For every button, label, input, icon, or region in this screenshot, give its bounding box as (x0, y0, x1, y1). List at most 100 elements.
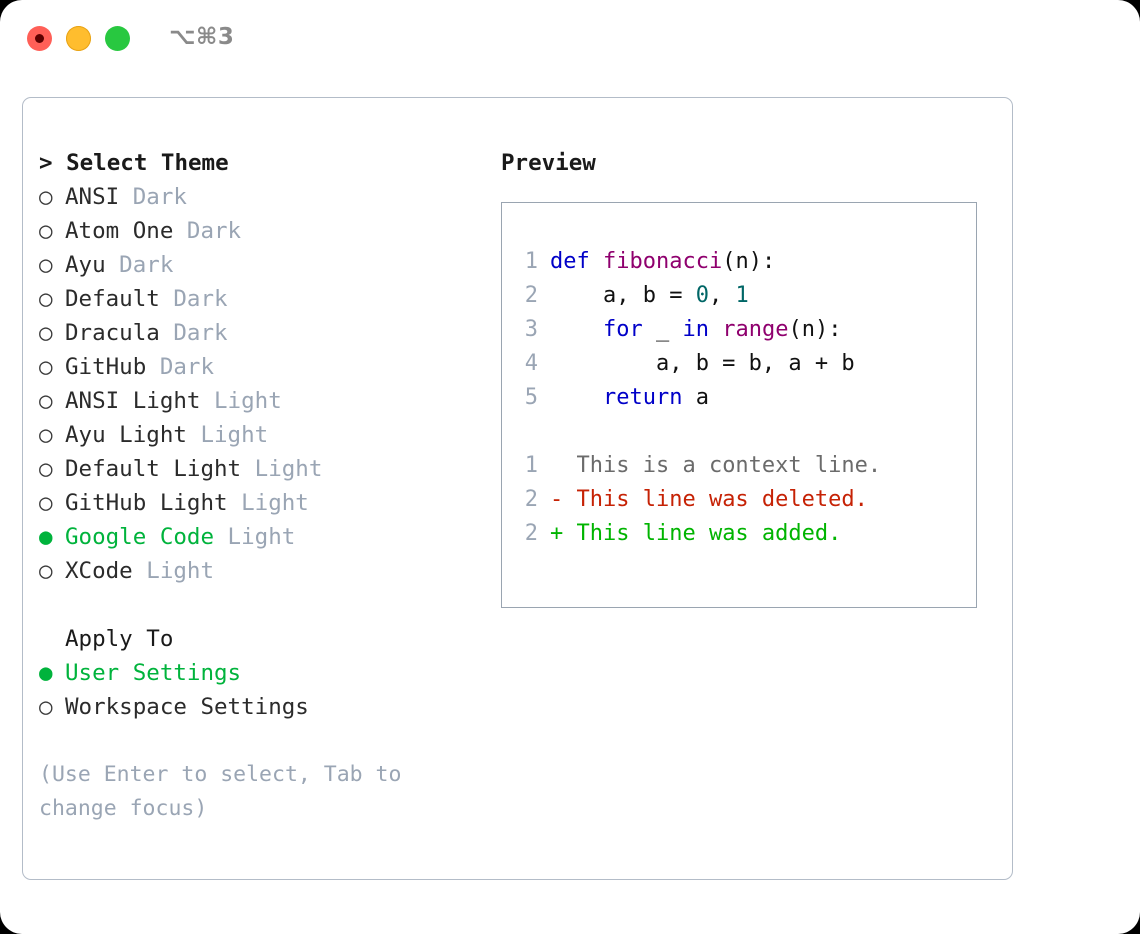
apply-to-list: ● User Settings ○ Workspace Settings (39, 656, 479, 724)
code-line-number: 5 (524, 385, 538, 410)
code-line-number: 4 (524, 351, 538, 376)
radio-unselected-icon: ○ (39, 320, 53, 346)
zoom-button[interactable] (105, 26, 130, 51)
theme-option[interactable]: ○ ANSI Dark (39, 180, 479, 214)
code-token: range (722, 317, 789, 342)
code-token: a (682, 385, 709, 410)
radio-unselected-icon: ○ (39, 558, 53, 584)
theme-option-label: GitHub (65, 354, 147, 380)
apply-to-option[interactable]: ○ Workspace Settings (39, 690, 479, 724)
theme-option-category: Dark (105, 252, 174, 278)
radio-unselected-icon: ○ (39, 252, 53, 278)
radio-unselected-icon: ○ (39, 388, 53, 414)
radio-unselected-icon: ○ (39, 354, 53, 380)
radio-selected-icon: ● (39, 524, 53, 550)
theme-option-category: Dark (159, 320, 228, 346)
theme-option[interactable]: ○ Ayu Dark (39, 248, 479, 282)
left-column: > Select Theme ○ANSI Dark○Atom One Dark○… (39, 146, 479, 826)
diff-line-number: 2 (524, 487, 538, 512)
theme-option-label: ANSI Light (65, 388, 201, 414)
diff-text: This line was added. (563, 521, 842, 546)
theme-option[interactable]: ○GitHub Dark (39, 350, 479, 384)
theme-option[interactable]: ● Google Code Light (39, 520, 479, 554)
minimize-button[interactable] (66, 26, 91, 51)
radio-unselected-icon: ○ (39, 218, 53, 244)
theme-option-category: Light (241, 456, 323, 482)
diff-line-number: 2 (524, 521, 538, 546)
code-line: 3 for _ in range(n): (516, 313, 881, 347)
apply-to-option[interactable]: ● User Settings (39, 656, 479, 690)
theme-option[interactable]: ○ Default Dark (39, 282, 479, 316)
radio-unselected-icon: ○ (39, 456, 53, 482)
theme-option-category: Dark (159, 286, 228, 312)
theme-option-label: Dracula (65, 320, 160, 346)
theme-list: ○ ANSI Dark ○ Atom One Dark ○ Ayu Dark ○ Defaul… (39, 180, 479, 588)
theme-option[interactable]: ○ XCode Light (39, 554, 479, 588)
theme-option-label: Default Light (65, 456, 242, 482)
title-bar: ⌥⌘3 (0, 0, 1140, 78)
code-token: , (708, 283, 736, 308)
theme-option-label: XCode (65, 558, 133, 584)
keyboard-hint: (Use Enter to select, Tab to change focu… (39, 762, 415, 821)
code-token: for (602, 317, 643, 342)
code-token (709, 317, 722, 342)
radio-unselected-icon: ○ (39, 694, 53, 720)
theme-option-label: Ayu Light (65, 422, 187, 448)
radio-selected-icon: ● (39, 660, 53, 686)
theme-option-label: GitHub Light (65, 490, 228, 516)
theme-option[interactable]: ○ Dracula Dark (39, 316, 479, 350)
traffic-lights (27, 26, 130, 51)
diff-line-number: 1 (524, 453, 538, 478)
diff-text: This is a context line. (563, 453, 882, 478)
code-token: in (682, 317, 709, 342)
code-line-number: 1 (524, 249, 538, 274)
diff-line: 2 + This line was added. (516, 517, 881, 551)
theme-option[interactable]: ○ GitHub Light Light (39, 486, 479, 520)
code-token: 0 (695, 283, 709, 308)
code-token: return (602, 385, 683, 410)
code-token (550, 385, 603, 410)
preview-header: Preview (501, 150, 596, 176)
code-token: fibonacci (602, 249, 723, 274)
diff-text: This line was deleted. (563, 487, 868, 512)
theme-option-category: Dark (119, 184, 187, 210)
diff-sign: - (550, 487, 564, 512)
radio-unselected-icon: ○ (39, 184, 53, 210)
theme-option[interactable]: ○Atom One Dark (39, 214, 479, 248)
close-button[interactable] (27, 26, 52, 51)
apply-to-header: Apply To (65, 626, 174, 652)
code-line: 5 return a (516, 381, 881, 415)
theme-option[interactable]: ○ Ayu Light Light (39, 418, 479, 452)
theme-option-category: Light (227, 490, 309, 516)
code-token: _ (642, 317, 683, 342)
apply-to-option-label: Workspace Settings (65, 694, 309, 720)
theme-option[interactable]: ○ Default Light Light (39, 452, 479, 486)
radio-unselected-icon: ○ (39, 422, 53, 448)
code-token: a, b = b, a + b (550, 351, 855, 376)
hint-spacer (39, 724, 479, 758)
code-line: 4 a, b = b, a + b (516, 347, 881, 381)
theme-option-label: Ayu (65, 252, 106, 278)
code-line: 2 a, b = 0, 1 (516, 279, 881, 313)
theme-option-category: Light (186, 422, 269, 448)
diff-sign: + (550, 521, 564, 546)
apply-to-option-label: User Settings (65, 660, 242, 686)
diff-sign (550, 453, 563, 478)
theme-option-label: ANSI (65, 184, 120, 210)
radio-unselected-icon: ○ (39, 490, 53, 516)
theme-option-category: Light (214, 524, 296, 550)
theme-picker-panel: > Select Theme ○ANSI Dark○Atom One Dark○… (22, 97, 1013, 880)
theme-option-label: Atom One (65, 218, 174, 244)
radio-unselected-icon: ○ (39, 286, 53, 312)
code-line-number: 3 (524, 317, 538, 342)
code-diff-separator (516, 415, 881, 449)
theme-option-label: Default (65, 286, 160, 312)
theme-option-label: Google Code (65, 524, 215, 550)
select-theme-header: > Select Theme (39, 150, 229, 176)
theme-option[interactable]: ○ANSI Light Light (39, 384, 479, 418)
code-line-number: 2 (524, 283, 538, 308)
theme-option-category: Light (132, 558, 215, 584)
